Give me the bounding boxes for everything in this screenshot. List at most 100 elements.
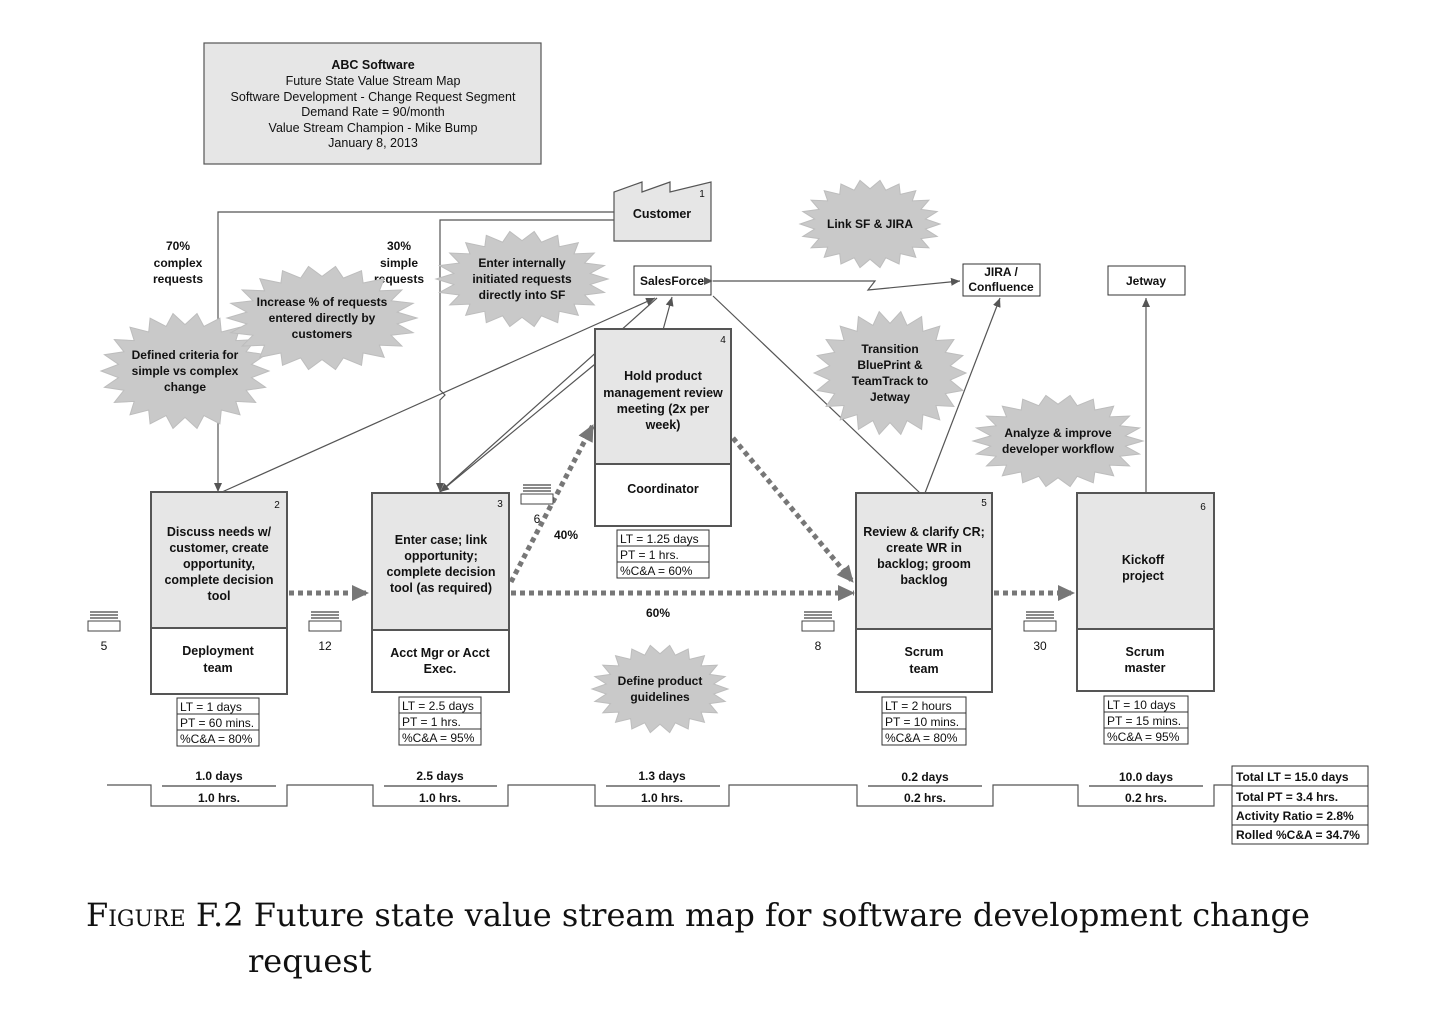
salesforce-box — [633, 265, 712, 296]
simple-request-line — [436, 219, 614, 492]
caption-prefix: Figure — [86, 896, 186, 934]
process-role: team — [909, 662, 938, 676]
process-role: master — [1125, 661, 1166, 675]
data-box-4 — [616, 529, 710, 579]
kaizen-text: Transition — [861, 342, 918, 356]
caption-line2: request — [248, 942, 372, 980]
jira-box — [962, 263, 1041, 297]
inventory-icon — [308, 611, 342, 632]
kaizen-burst-icon — [99, 312, 271, 430]
data-box-2 — [176, 697, 260, 747]
total-row: Total PT = 3.4 hrs. — [1236, 790, 1338, 804]
kaizen-text: change — [164, 380, 206, 394]
process-role: team — [203, 661, 232, 675]
kaizen-text: initiated requests — [472, 272, 572, 286]
process-title: Discuss needs w/ — [167, 525, 272, 539]
data-row: PT = 15 mins. — [1107, 714, 1181, 728]
total-row: Activity Ratio = 2.8% — [1236, 809, 1354, 823]
data-row: LT = 1.25 days — [620, 532, 699, 546]
kaizen-text: Jetway — [870, 390, 910, 404]
process-6-box — [1076, 492, 1215, 630]
kaizen-text: directly into SF — [479, 288, 566, 302]
header-line: Demand Rate = 90/month — [301, 105, 445, 119]
sf-jira-link-line — [704, 277, 961, 291]
timeline-days: 1.0 days — [195, 769, 243, 783]
total-row: Total LT = 15.0 days — [1236, 770, 1349, 784]
inventory-icons — [87, 484, 1057, 632]
process-title: Hold product — [624, 369, 703, 383]
totals-box: Total LT = 15.0 days Total PT = 3.4 hrs.… — [1231, 765, 1369, 845]
inventory-icon — [87, 611, 121, 632]
process-6-role-box — [1076, 628, 1215, 692]
process-5-role-box — [855, 628, 993, 693]
total-row: Rolled %C&A = 34.7% — [1236, 828, 1360, 842]
header-line: Software Development - Change Request Se… — [231, 90, 516, 104]
header-line: Value Stream Champion - Mike Bump — [269, 121, 478, 135]
process-title: meeting (2x per — [617, 402, 710, 416]
push-arrow-3-4 — [508, 423, 596, 584]
customer-number: 1 — [699, 189, 705, 200]
header-box — [203, 42, 542, 165]
process-3: 3 Enter case; link opportunity; complete… — [371, 492, 510, 693]
timeline-days: 1.3 days — [638, 769, 686, 783]
inventory-icon — [1023, 611, 1057, 632]
process-title: tool — [208, 589, 231, 603]
figure-caption: Figure F.2 Future state value stream map… — [86, 892, 1386, 984]
jetway-box — [1107, 265, 1186, 296]
process-title: management review — [603, 386, 723, 400]
info-line-5-jira — [924, 297, 1001, 494]
inventory-count: 6 — [534, 512, 541, 526]
process-title: customer, create — [169, 541, 268, 555]
process-role: Acct Mgr or Acct — [390, 646, 490, 660]
kaizen-text: customers — [292, 327, 353, 341]
timeline-hrs: 1.0 hrs. — [198, 791, 240, 805]
timeline-hrs: 0.2 hrs. — [1125, 791, 1167, 805]
inventory-icon — [801, 611, 835, 632]
timeline-days: 2.5 days — [416, 769, 464, 783]
complex-label: complex — [154, 256, 203, 270]
process-2: 2 Discuss needs w/ customer, create oppo… — [150, 491, 288, 695]
simple-label: requests — [374, 272, 424, 286]
process-4: 4 Hold product management review meeting… — [594, 328, 732, 527]
process-title: complete decision — [386, 565, 495, 579]
timeline-days: 0.2 days — [901, 770, 949, 784]
process-title: backlog; groom — [877, 557, 971, 571]
timeline-hrs: 1.0 hrs. — [419, 791, 461, 805]
header-text: ABC Software Future State Value Stream M… — [231, 58, 516, 150]
process-3-box — [371, 492, 510, 631]
process-title: week) — [645, 418, 681, 432]
process-3-role-box — [371, 629, 510, 693]
process-2-role-box — [150, 627, 288, 695]
data-row: %C&A = 60% — [620, 564, 693, 578]
jira-label: Confluence — [968, 280, 1034, 294]
kaizen-burst-icon — [798, 179, 942, 269]
process-role: Scrum — [1126, 645, 1165, 659]
process-role: Deployment — [182, 644, 254, 658]
process-title: Review & clarify CR; — [863, 525, 985, 539]
complex-label: requests — [153, 272, 203, 286]
process-role: Coordinator — [627, 482, 699, 496]
process-5-box — [855, 492, 993, 630]
value-stream-map: ABC Software Future State Value Stream M… — [87, 42, 1369, 845]
process-title: complete decision — [164, 573, 273, 587]
data-row: LT = 1 days — [180, 700, 242, 714]
push-arrow-4-5 — [731, 436, 855, 584]
inventory-count: 12 — [318, 639, 332, 653]
info-line-4-sf — [662, 296, 674, 331]
process-title: backlog — [900, 573, 947, 587]
info-line-5-sf — [712, 295, 921, 494]
kaizen-text: Increase % of requests — [257, 295, 388, 309]
process-number: 2 — [274, 500, 280, 511]
caption-line1: F.2 Future state value stream map for so… — [185, 896, 1310, 934]
complex-pct: 70% — [166, 239, 190, 253]
data-row: PT = 1 hrs. — [402, 715, 461, 729]
kaizen-text: BluePrint & — [857, 358, 923, 372]
simple-label: simple — [380, 256, 418, 270]
kaizen-text: TeamTrack to — [852, 374, 928, 388]
kaizen-text: Link SF & JIRA — [827, 217, 913, 231]
kaizen-text: Define product — [618, 674, 703, 688]
process-title: Enter case; link — [395, 533, 487, 547]
data-row: LT = 2 hours — [885, 699, 952, 713]
kaizen-text: simple vs complex — [132, 364, 239, 378]
